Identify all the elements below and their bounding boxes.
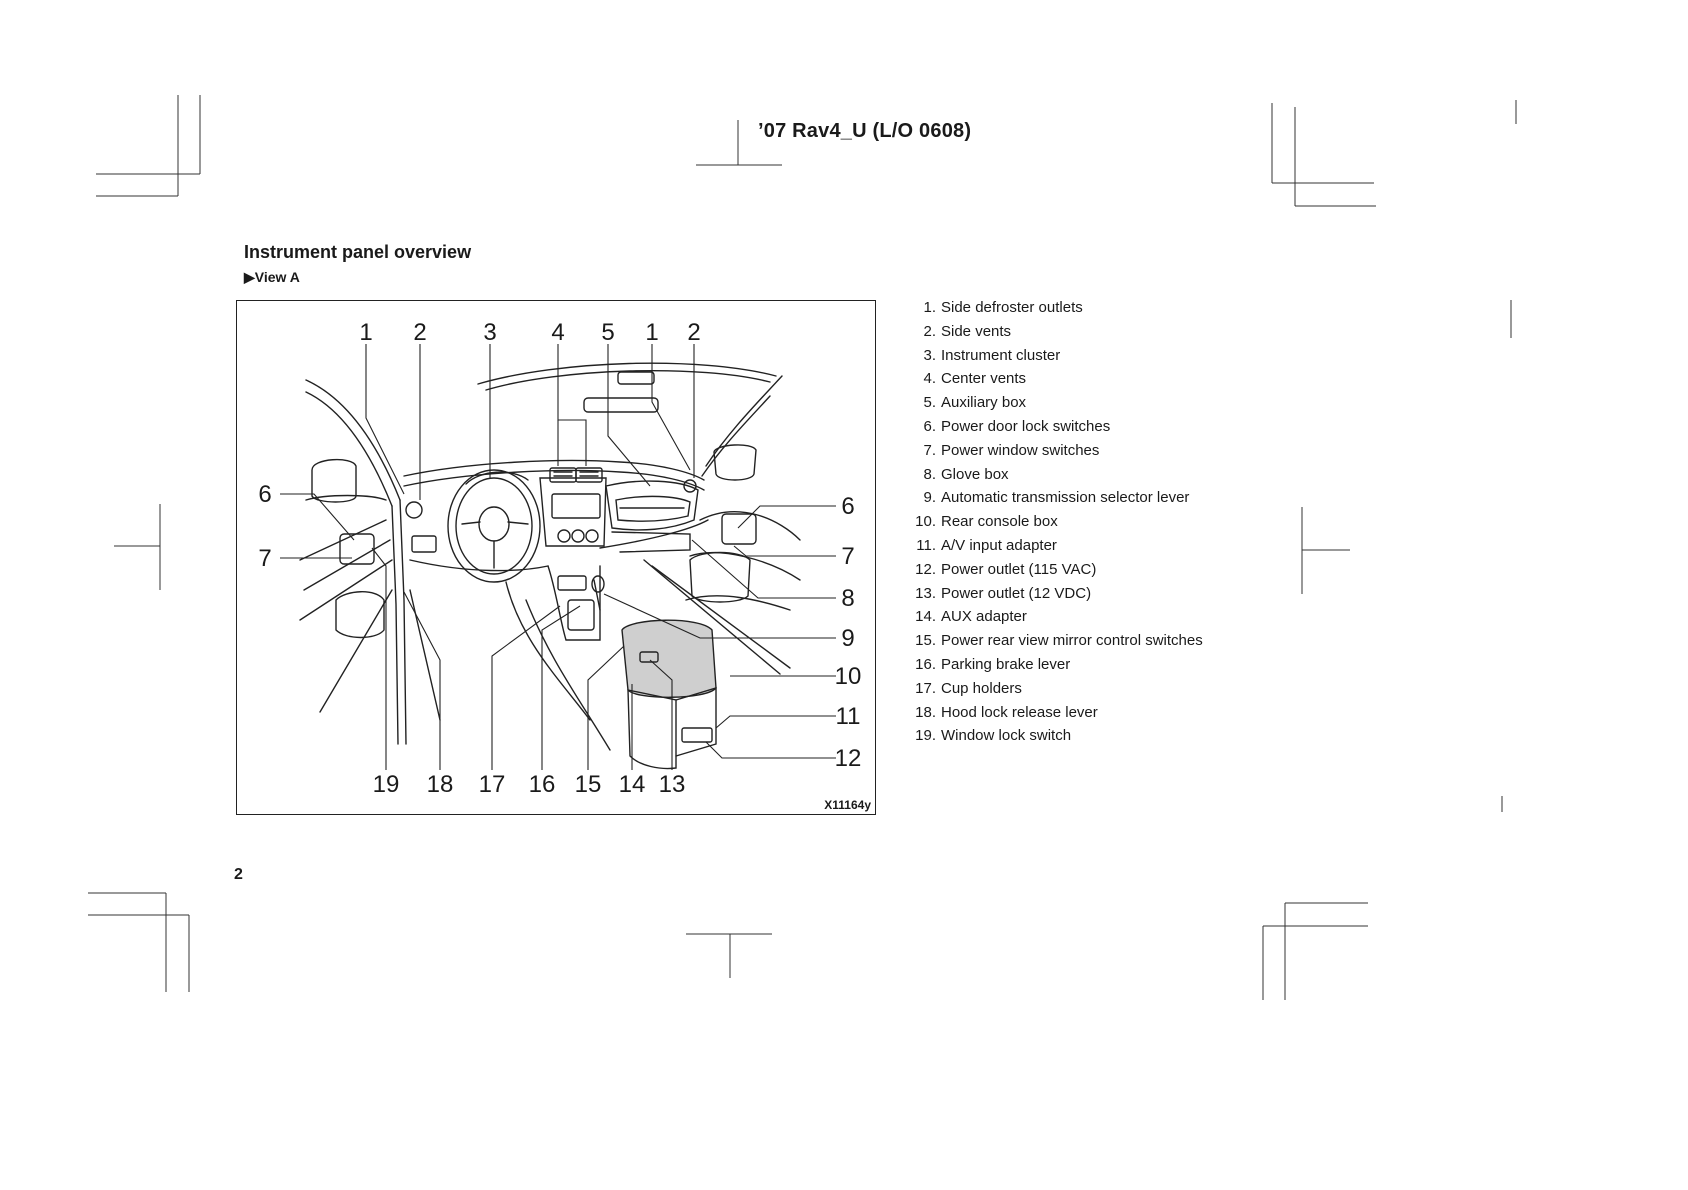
legend-item-label: A/V input adapter (941, 536, 1057, 554)
legend-item: 11. A/V input adapter (906, 534, 1203, 558)
callout-bottom: 18 (427, 771, 454, 798)
callout-bottom: 16 (529, 771, 556, 798)
legend-item-number: 4. (923, 370, 936, 388)
legend-item-number: 14. (915, 608, 936, 626)
legend-item-number: 2. (923, 322, 936, 340)
legend-item-number: 13. (915, 584, 936, 602)
callout-top: 3 (483, 319, 496, 346)
legend-item-label: Power outlet (12 VDC) (941, 584, 1092, 602)
legend-item: 9. Automatic transmission selector lever (906, 486, 1203, 510)
legend-item: 18. Hood lock release lever (906, 701, 1203, 725)
legend-item-number: 3. (923, 346, 936, 364)
page-number: 2 (234, 866, 243, 883)
view-label: ▶View A (244, 269, 300, 286)
legend-item-number: 1. (923, 299, 936, 316)
legend-item: 14. AUX adapter (906, 605, 1203, 629)
callout-top: 2 (413, 319, 426, 346)
legend-item-label: Glove box (941, 465, 1009, 483)
callout-top: 4 (551, 319, 564, 346)
crop-marks (88, 95, 1517, 1000)
legend-item-number: 11. (916, 536, 936, 554)
legend-item: 17. Cup holders (906, 677, 1203, 701)
legend-item-number: 16. (915, 655, 936, 673)
legend-item-number: 9. (923, 489, 936, 507)
section-title: Instrument panel overview (244, 242, 472, 262)
legend-item: 7. Power window switches (906, 439, 1203, 463)
callout-right: 6 (841, 493, 854, 520)
legend-item-number: 5. (923, 394, 936, 412)
legend-item: 2. Side vents (906, 320, 1203, 344)
legend-item-label: Window lock switch (941, 727, 1072, 745)
legend-item: 15. Power rear view mirror control switch… (906, 629, 1203, 653)
callout-bottom: 15 (575, 771, 602, 798)
legend-item-label: Hood lock release lever (941, 703, 1098, 721)
legend-item-label: Side vents (941, 322, 1012, 340)
legend-item-label: Center vents (941, 370, 1027, 388)
callout-bottom: 17 (479, 771, 506, 798)
legend-item-label: Instrument cluster (941, 346, 1061, 364)
legend-item-label: Parking brake lever (941, 655, 1071, 673)
play-arrow-icon: ▶ (244, 269, 255, 285)
legend-list: 1. Side defroster outlets 2. Side vents 3. In… (906, 296, 1203, 748)
callout-top: 1 (645, 319, 658, 346)
legend-item-label: Side defroster outlets (941, 299, 1083, 316)
legend-item-number: 12. (915, 560, 936, 578)
callout-right: 7 (841, 543, 854, 570)
legend-item: 13. Power outlet (12 VDC) (906, 582, 1203, 606)
legend-item-number: 7. (923, 441, 936, 459)
legend-item-label: Power outlet (115 VAC) (941, 560, 1097, 578)
legend-item-number: 17. (915, 679, 936, 697)
view-label-text: View A (254, 269, 300, 285)
callout-bottom: 14 (619, 771, 646, 798)
legend-item: 3. Instrument cluster (906, 344, 1203, 368)
legend-item-number: 18. (915, 703, 936, 721)
legend-item: 5. Auxiliary box (906, 391, 1203, 415)
legend-item-label: Auxiliary box (941, 394, 1027, 412)
callout-top: 5 (601, 319, 614, 346)
legend-item-number: 6. (923, 417, 936, 435)
legend-item-label: Power door lock switches (941, 417, 1111, 435)
instrument-panel-figure: X11164y (236, 300, 876, 815)
legend-item: 8. Glove box (906, 463, 1203, 487)
legend-item: 6. Power door lock switches (906, 415, 1203, 439)
legend-item: 16. Parking brake lever (906, 653, 1203, 677)
callout-top: 2 (687, 319, 700, 346)
callout-right: 12 (835, 745, 862, 772)
legend-item: 1. Side defroster outlets (906, 296, 1203, 320)
legend-item-number: 19. (915, 727, 936, 745)
legend-item-label: Cup holders (941, 679, 1022, 697)
figure-code: X11164y (824, 798, 871, 812)
legend-item-label: Rear console box (941, 513, 1058, 531)
callout-left: 6 (258, 481, 271, 508)
callout-right: 10 (835, 663, 862, 690)
callout-top: 1 (359, 319, 372, 346)
callout-bottom: 13 (659, 771, 686, 798)
legend-item: 19. Window lock switch (906, 724, 1203, 748)
legend-item-label: AUX adapter (941, 608, 1027, 626)
legend-item-label: Power window switches (941, 441, 1100, 459)
legend-item-label: Automatic transmission selector lever (941, 489, 1190, 507)
legend-item-number: 15. (915, 632, 936, 650)
callout-right: 8 (841, 585, 854, 612)
document-header-title: ’07 Rav4_U (L/O 0608) (758, 120, 972, 142)
callout-right: 11 (836, 703, 861, 730)
legend-item-number: 10. (915, 513, 936, 531)
callout-bottom: 19 (373, 771, 400, 798)
legend-item: 4. Center vents (906, 367, 1203, 391)
legend-item: 10. Rear console box (906, 510, 1203, 534)
callout-right: 9 (841, 625, 854, 652)
callout-left: 7 (258, 545, 271, 572)
legend-item-number: 8. (923, 465, 936, 483)
legend-item-label: Power rear view mirror control switches (941, 632, 1203, 650)
legend-item: 12. Power outlet (115 VAC) (906, 558, 1203, 582)
